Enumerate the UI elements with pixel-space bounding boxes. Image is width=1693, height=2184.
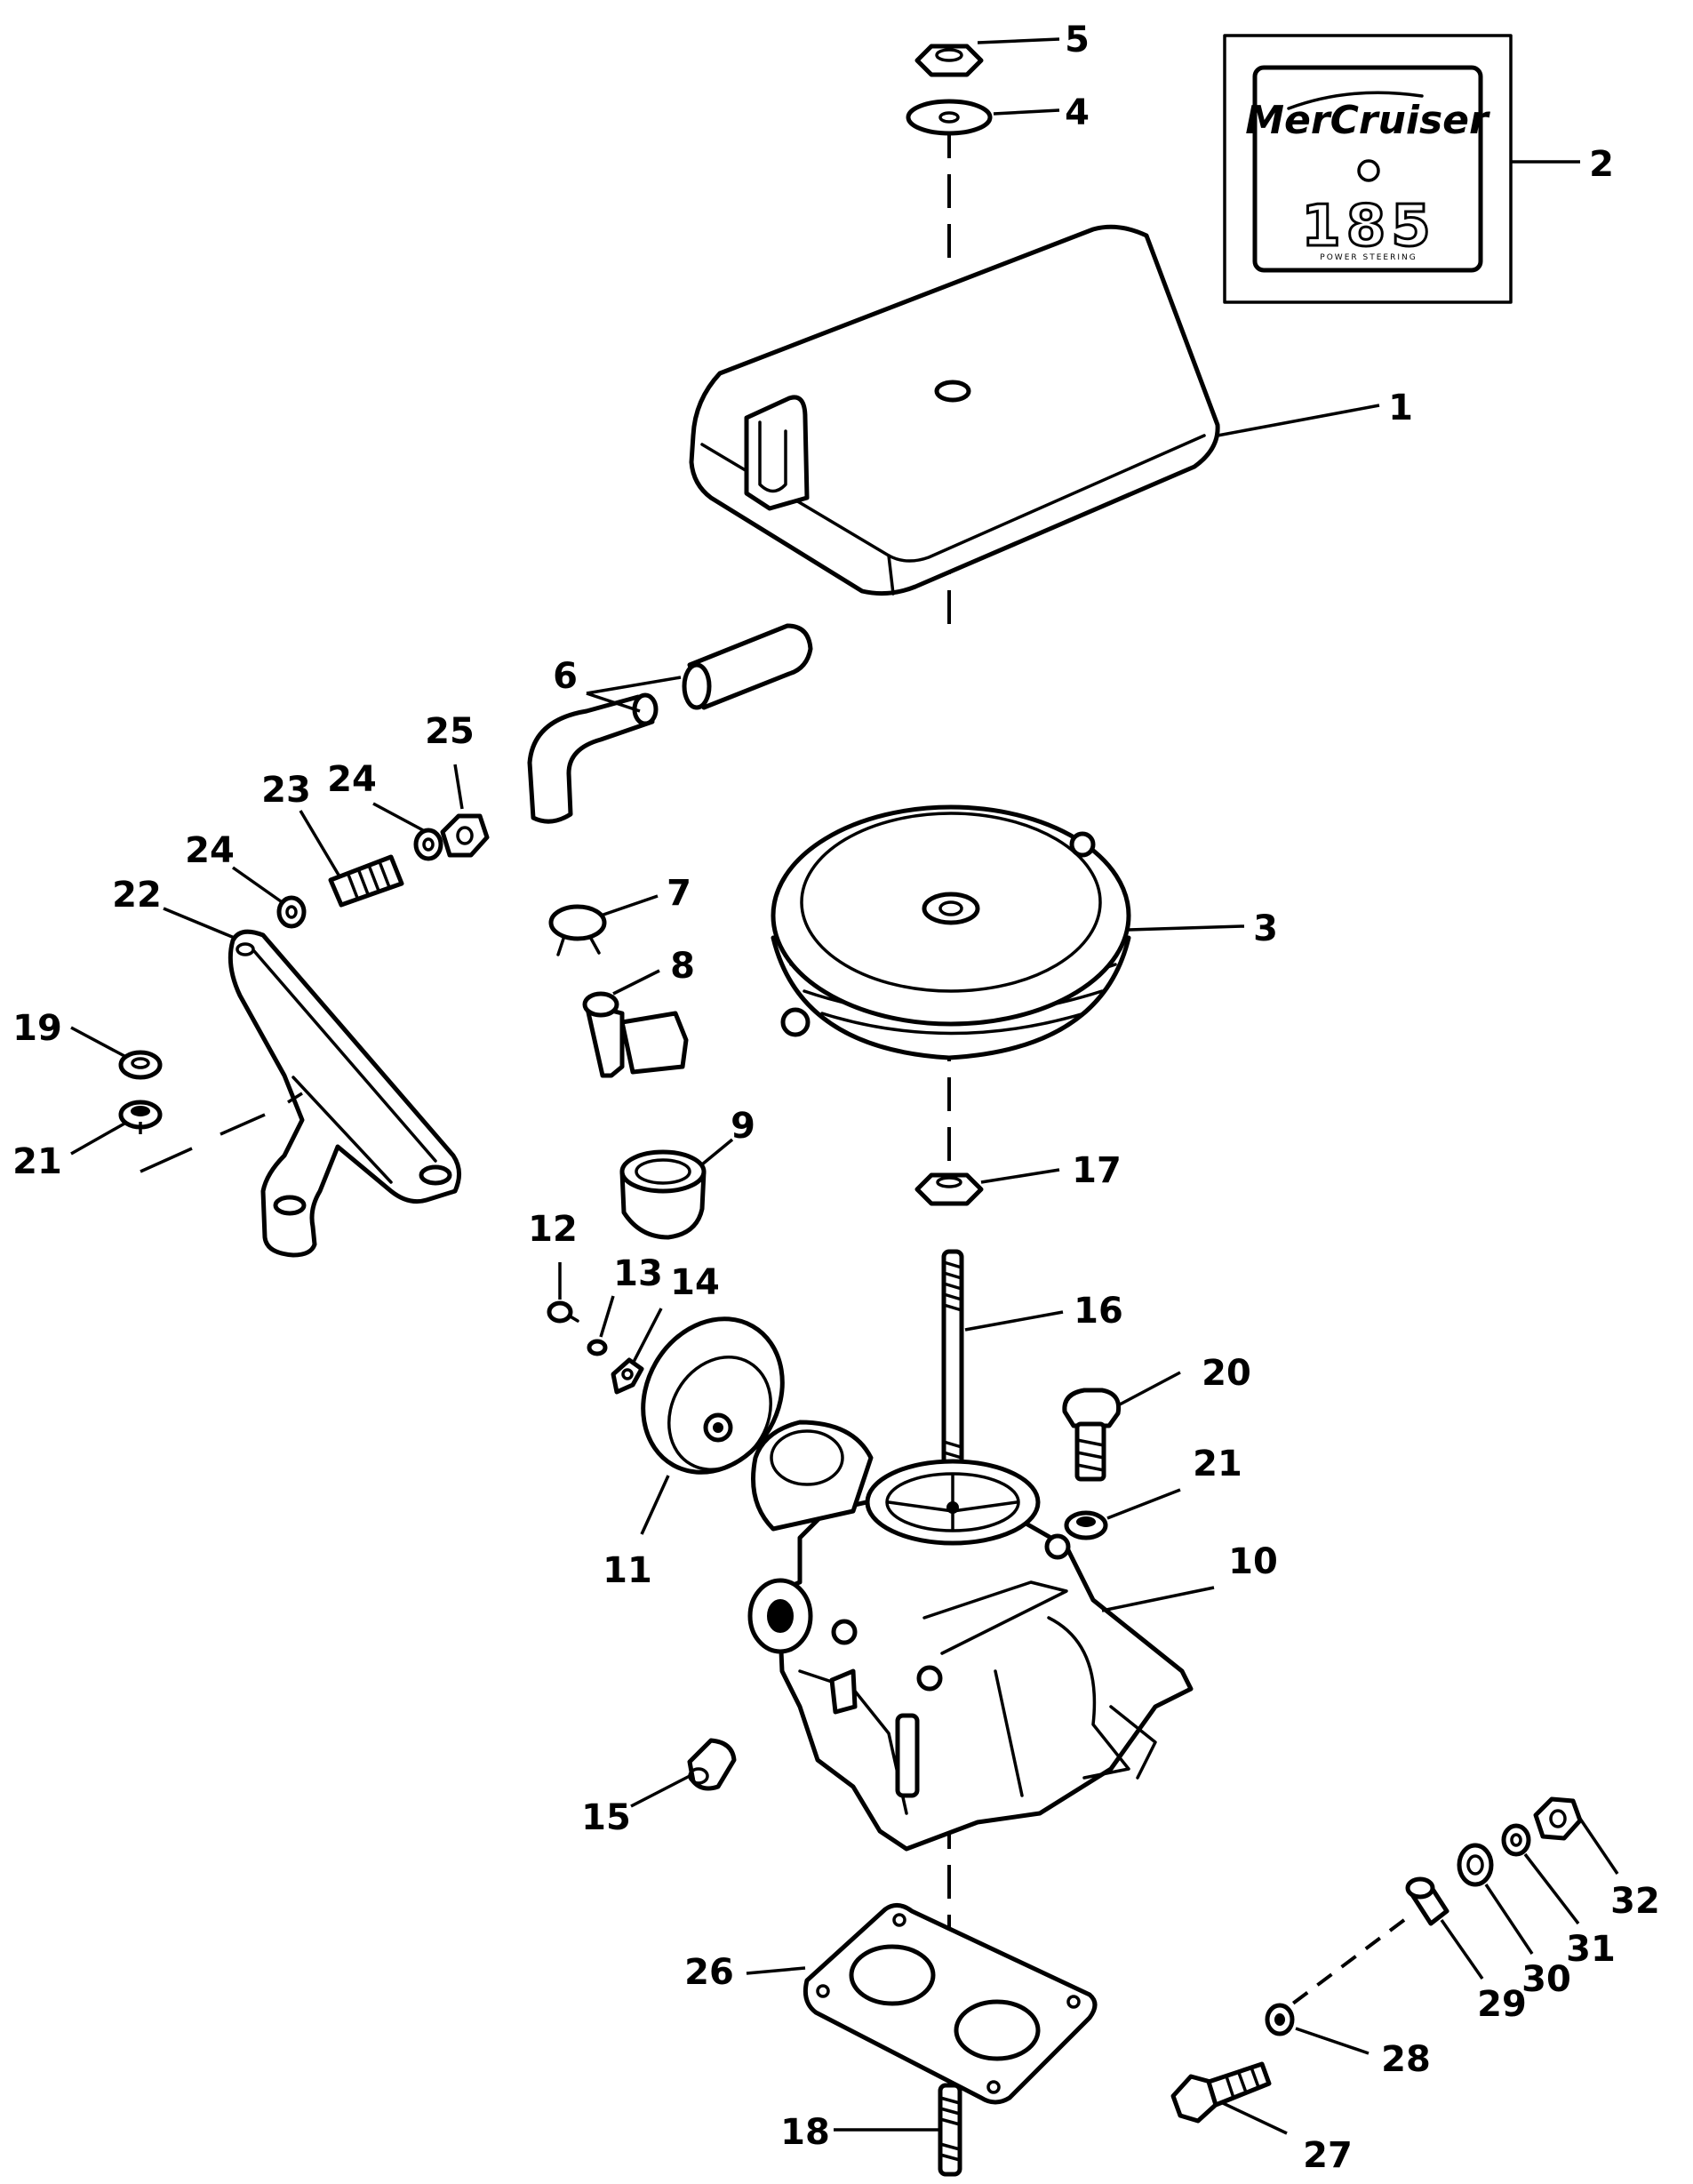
hardware-axis: [1267, 1918, 1406, 2023]
callout-32: 32: [1610, 1881, 1660, 1922]
callout-9: 9: [731, 1106, 755, 1147]
part-7-clamp: [548, 904, 607, 956]
callout-12: 12: [528, 1209, 578, 1250]
callout-31: 31: [1566, 1929, 1616, 1970]
callout-4: 4: [1065, 92, 1090, 133]
callout-8: 8: [670, 946, 695, 987]
part-6-hose-bent: [527, 692, 659, 824]
part-29-spacer: [1405, 1876, 1449, 1926]
callout-23: 23: [261, 770, 311, 811]
part-31-lockwasher: [1501, 1823, 1531, 1857]
callout-24-upper: 24: [327, 759, 377, 800]
callout-15: 15: [581, 1797, 631, 1838]
part-27-bolt: [1170, 2061, 1272, 2124]
callout-18: 18: [780, 2112, 830, 2153]
callout-19: 19: [12, 1008, 62, 1049]
callout-14: 14: [670, 1262, 720, 1303]
callout-5: 5: [1065, 20, 1090, 60]
bracket-alignment-line: [139, 1092, 303, 1173]
callout-29: 29: [1477, 1984, 1527, 2025]
callout-10: 10: [1228, 1541, 1278, 1582]
part-5-nut: [914, 44, 984, 77]
callout-22: 22: [112, 875, 162, 916]
callout-24-lower: 24: [185, 830, 235, 871]
part-4-washer: [906, 99, 993, 136]
part-12-screw: [547, 1300, 579, 1324]
callout-26: 26: [684, 1952, 734, 1993]
callout-28: 28: [1381, 2039, 1431, 2080]
part-28-washer: [1265, 2003, 1295, 2036]
callout-3: 3: [1253, 908, 1278, 949]
callout-25: 25: [425, 711, 475, 752]
callout-30: 30: [1521, 1959, 1571, 2000]
part-10-carburetor: [747, 1420, 1194, 1852]
part-30-bushing: [1457, 1843, 1494, 1887]
part-1-air-cleaner-cover: [689, 224, 1220, 596]
callout-21-right: 21: [1193, 1444, 1242, 1484]
part-3-air-cleaner-base: [771, 804, 1131, 1060]
part-9-grommet: [619, 1149, 707, 1240]
part-21-washer-right: [1064, 1510, 1108, 1540]
part-22-bracket: [228, 929, 461, 1258]
part-16-stud: [941, 1249, 964, 1500]
callout-2: 2: [1589, 144, 1614, 185]
part-11-choke-housing: [641, 1316, 785, 1475]
part-13-washer: [587, 1339, 608, 1356]
part-24-washer-lower: [276, 895, 307, 929]
part-18-stud: [938, 2083, 962, 2177]
decal-subtext: POWER STEERING: [1320, 253, 1417, 262]
part-26-gasket: [803, 1903, 1098, 2105]
part-19-washer: [118, 1050, 163, 1080]
callout-16: 16: [1074, 1291, 1123, 1332]
part-23-stud: [328, 854, 404, 908]
part-14-clip: [611, 1357, 644, 1395]
callout-17: 17: [1072, 1150, 1122, 1191]
callout-20: 20: [1202, 1353, 1251, 1394]
callout-21-left: 21: [12, 1141, 62, 1182]
decal-brand: MerCruiser: [1245, 98, 1490, 143]
part-24-washer-upper: [413, 828, 443, 861]
part-2-decal: MerCruiser 185 POWER STEERING: [1223, 34, 1513, 304]
callout-labels: 1 2 3 4 5 6 7 8 9 10 11 12 13 14 15 16 1…: [12, 20, 1660, 2176]
part-8-elbow-fitting: [582, 991, 689, 1078]
callout-13: 13: [613, 1253, 663, 1294]
callout-27: 27: [1303, 2135, 1353, 2176]
part-17-nut: [914, 1172, 984, 1206]
callout-7: 7: [667, 873, 691, 914]
part-32-nut: [1533, 1796, 1583, 1841]
part-20-screw: [1062, 1388, 1122, 1482]
callout-11: 11: [603, 1550, 652, 1591]
part-15-fitting: [687, 1738, 737, 1791]
callout-1: 1: [1388, 388, 1413, 428]
decal-model: 185: [1301, 194, 1436, 260]
callout-6: 6: [553, 656, 578, 697]
leader-lines: [70, 37, 1619, 2135]
part-25-nut: [440, 813, 490, 858]
part-6-hose-straight: [682, 623, 813, 710]
